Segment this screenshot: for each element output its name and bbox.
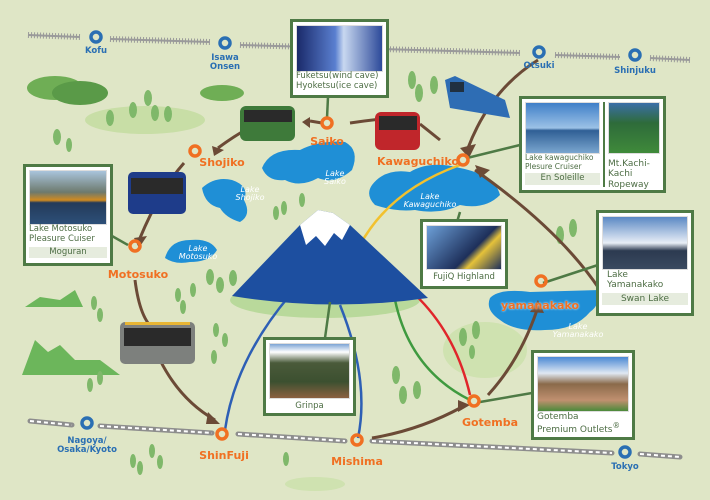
card-connectors: [111, 96, 599, 404]
card-title-line: Lake kawaguchiko: [525, 153, 594, 162]
station-shinfuji[interactable]: ShinFuji: [199, 449, 249, 462]
station-otsuki[interactable]: Otsuki: [523, 61, 555, 71]
greenery: [22, 71, 577, 491]
station-label-line: Nagoya/: [67, 436, 107, 446]
station-shojiko[interactable]: Shojiko: [199, 156, 245, 169]
station-motosuko[interactable]: Motosuko: [107, 268, 169, 281]
station-gotemba[interactable]: Gotemba: [461, 416, 519, 429]
card-gotemba-premium-outlets[interactable]: Gotemba Premium Outlets®: [531, 350, 635, 440]
card-subtitle: Moguran: [29, 246, 107, 259]
railway-lines: [27, 32, 691, 460]
route-lines: [223, 163, 472, 439]
card-title-line: Lake: [607, 270, 628, 280]
lake-label-line: Saiko: [324, 177, 346, 187]
card-subtitle: Swan Lake: [602, 292, 688, 306]
card-yamanakako-swan-lake[interactable]: Lake Yamanakako Swan Lake: [596, 210, 694, 316]
card-kawaguchiko-group: Lake kawaguchiko Plesure Cruiser En Sole…: [519, 96, 666, 193]
card-title-line: Ropeway: [608, 179, 649, 190]
ropeway-photo: [608, 102, 660, 154]
fujiq-photo: [426, 225, 502, 270]
station-label-line: Isawa: [211, 53, 239, 63]
station-label-line: Onsen: [209, 61, 241, 72]
station-pins: [80, 30, 642, 459]
vehicles: [120, 76, 510, 364]
card-subtitle: En Soleille: [525, 173, 600, 186]
lake-label-line: Shojiko: [235, 193, 265, 203]
station-kofu[interactable]: Kofu: [84, 46, 108, 56]
station-nagoya-osaka-kyoto[interactable]: Nagoya/Osaka/Kyoto: [57, 437, 117, 455]
card-title-line: Gotemba: [537, 412, 579, 422]
registered-mark: ®: [612, 421, 620, 431]
card-title: FujiQ Highland: [433, 272, 495, 282]
mount-fuji: [232, 210, 428, 305]
swan-boat-photo: [602, 216, 688, 270]
station-tokyo[interactable]: Tokyo: [611, 462, 639, 472]
cave-photo: [296, 25, 383, 72]
card-grinpa[interactable]: Grinpa: [263, 337, 356, 416]
card-title-line: Lake Motosuko: [29, 224, 93, 234]
station-label-line: Osaka/Kyoto: [57, 444, 117, 455]
card-title-line: Plesure Cruiser: [525, 161, 582, 171]
card-title-line: Yamanakako: [607, 280, 664, 291]
lake-label-line: Lake: [420, 192, 440, 201]
card-motosuko-cruiser[interactable]: Lake Motosuko Pleasure Cuiser Moguran: [23, 164, 113, 266]
card-title-line: Hyoketsu(ice cave): [296, 80, 378, 91]
lake-label-line: Lake: [240, 185, 260, 194]
lake-label-line: Motosuko: [178, 252, 218, 262]
card-kawaguchiko-cruiser[interactable]: Lake kawaguchiko Plesure Cruiser En Sole…: [525, 102, 605, 187]
lake-label-line: Kawaguchiko: [403, 200, 457, 210]
station-saiko[interactable]: Saiko: [310, 135, 344, 148]
lake-label-line: Lake: [188, 244, 208, 253]
grinpa-photo: [269, 343, 350, 399]
lakes: [165, 141, 600, 331]
motosuko-ferry-photo: [29, 170, 107, 225]
lake-label-line: Lake: [325, 169, 345, 178]
card-ropeway[interactable]: Mt.Kachi-Kachi Ropeway: [608, 102, 660, 190]
card-title-line: Mt.Kachi-Kachi: [608, 159, 650, 180]
lake-label-line: Yamanakako: [552, 330, 604, 340]
card-fuketsu-hyoketsu[interactable]: Fuketsu(wind cave) Hyoketsu(ice cave): [290, 19, 389, 98]
card-title: Grinpa: [295, 401, 324, 411]
station-kawaguchiko[interactable]: Kawaguchiko: [377, 155, 459, 168]
lake-label-line: Lake: [568, 322, 588, 331]
station-mishima[interactable]: Mishima: [331, 455, 383, 468]
outlets-photo: [537, 356, 629, 412]
station-yamanakako[interactable]: yamanakako: [500, 299, 580, 312]
card-title-line: Fuketsu(wind cave): [296, 71, 379, 81]
cruiser-photo: [525, 102, 600, 154]
card-title-line: Pleasure Cuiser: [29, 233, 95, 244]
card-title-line: Premium Outlets: [537, 425, 613, 436]
card-fujiq-highland[interactable]: FujiQ Highland: [420, 219, 508, 289]
station-shinjuku[interactable]: Shinjuku: [614, 66, 656, 76]
route-arrowheads: [134, 117, 544, 424]
